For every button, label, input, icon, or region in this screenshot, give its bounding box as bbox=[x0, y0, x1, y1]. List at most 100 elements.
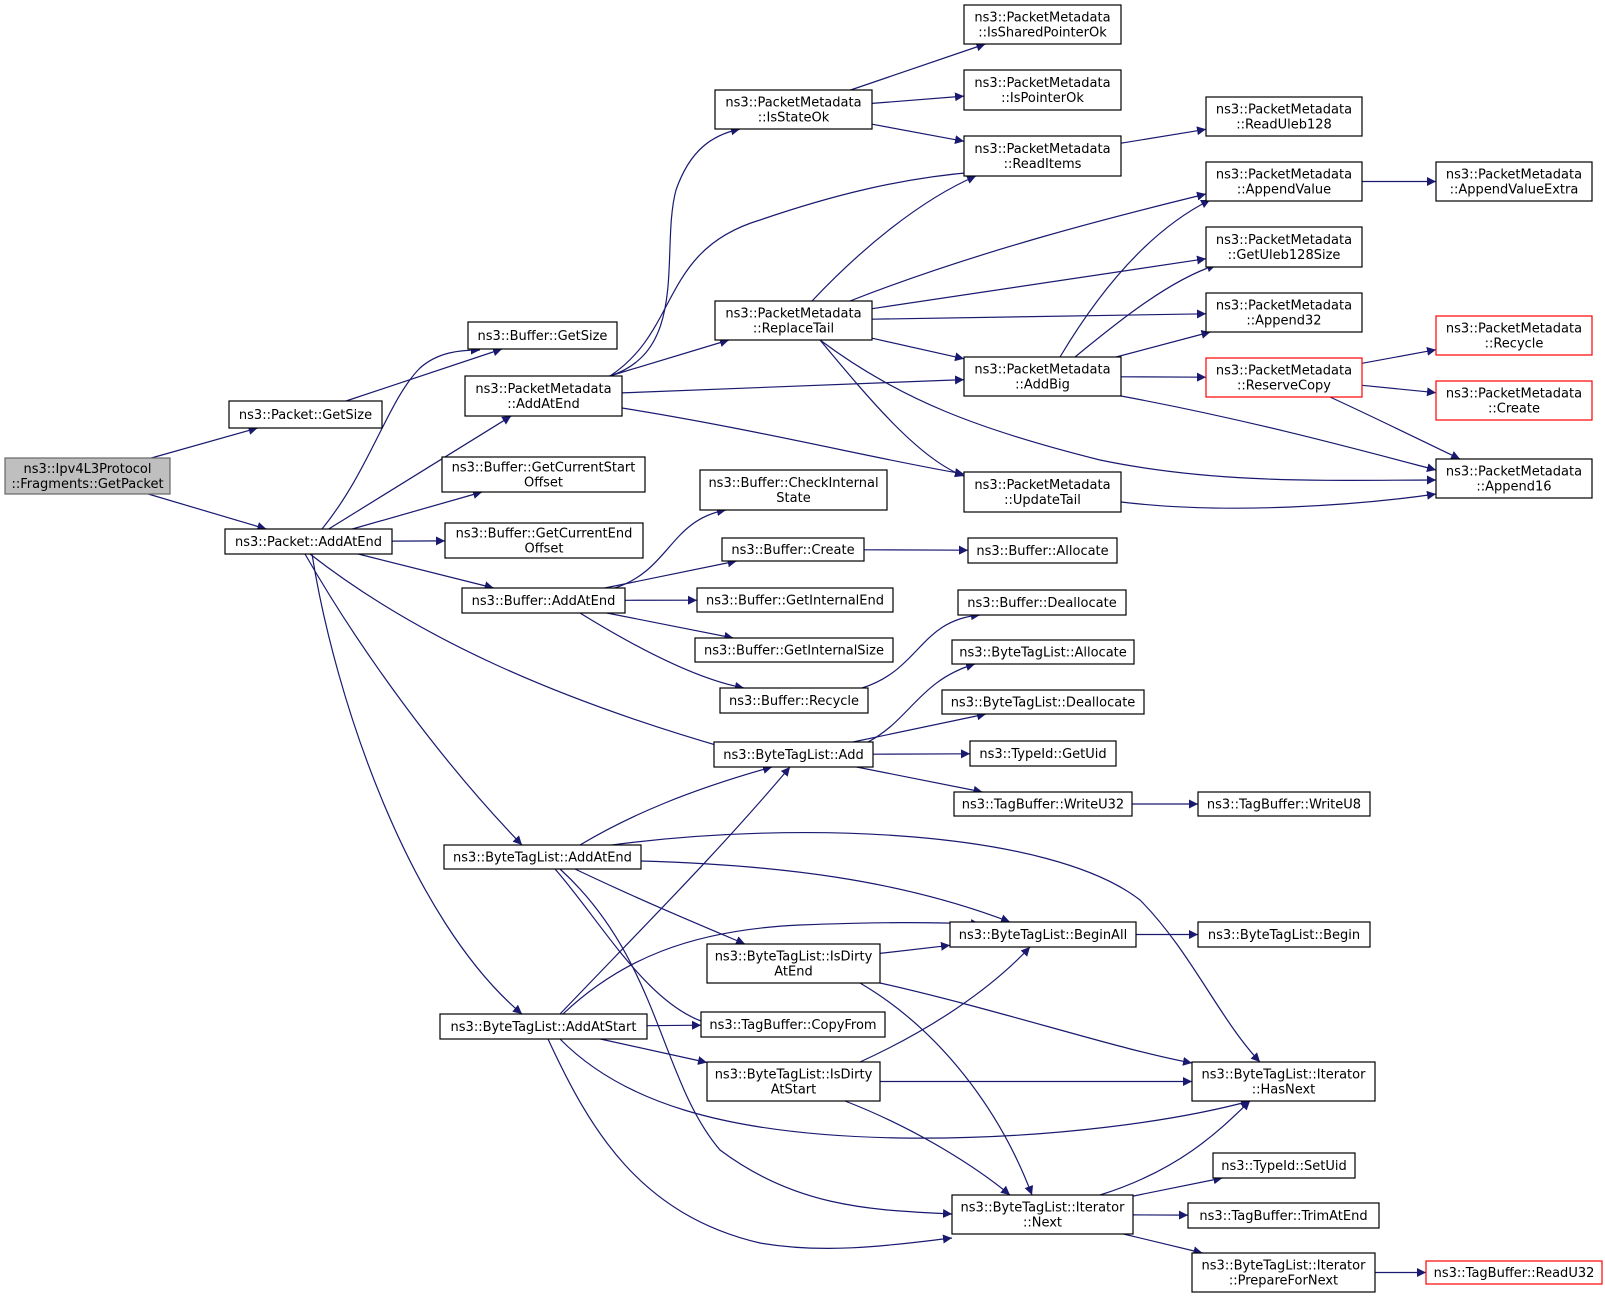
node-pm-updatetail[interactable]: ns3::PacketMetadata::UpdateTail bbox=[963, 471, 1122, 513]
node-pm-recycle[interactable]: ns3::PacketMetadata::Recycle bbox=[1435, 315, 1593, 356]
node-buf-getsize[interactable]: ns3::Buffer::GetSize bbox=[467, 321, 618, 350]
node-btl-it-hasnext[interactable]: ns3::ByteTagList::Iterator::HasNext bbox=[1191, 1061, 1376, 1102]
node-label: ns3::PacketMetadata bbox=[1446, 465, 1582, 480]
edge-pm_addbig-to-pm_getuleb128size bbox=[1074, 263, 1217, 358]
node-btl-begin[interactable]: ns3::ByteTagList::Begin bbox=[1197, 921, 1371, 948]
node-label: ns3::TagBuffer::TrimAtEnd bbox=[1199, 1209, 1367, 1224]
edge-btl_addatstart-to-btl_add bbox=[559, 766, 791, 1015]
node-pm-readitems[interactable]: ns3::PacketMetadata::ReadItems bbox=[963, 135, 1122, 177]
node-box bbox=[1425, 1260, 1603, 1285]
edge-btl_isdirtyatend-to-btl_it_next bbox=[859, 982, 1034, 1196]
node-tb-readu32[interactable]: ns3::TagBuffer::ReadU32 bbox=[1425, 1260, 1603, 1285]
node-pm-getuleb128size[interactable]: ns3::PacketMetadata::GetUleb128Size bbox=[1205, 226, 1363, 268]
node-pm-addatend[interactable]: ns3::PacketMetadata::AddAtEnd bbox=[464, 375, 623, 417]
node-label: ::Recycle bbox=[1485, 337, 1544, 352]
node-buf-addatend[interactable]: ns3::Buffer::AddAtEnd bbox=[461, 587, 626, 614]
edge-pm_isstateok-to-pm_readitems bbox=[871, 123, 965, 145]
node-btl-allocate[interactable]: ns3::ByteTagList::Allocate bbox=[951, 639, 1135, 665]
node-box bbox=[719, 687, 869, 714]
edge-pm_addbig-to-pm_appendvalue bbox=[1059, 199, 1211, 358]
node-pm-addbig[interactable]: ns3::PacketMetadata::AddBig bbox=[963, 356, 1122, 397]
edge-pkt_getsize-to-buf_getsize bbox=[345, 347, 503, 402]
node-pm-replacetail[interactable]: ns3::PacketMetadata::ReplaceTail bbox=[714, 300, 873, 341]
node-typeid-getuid[interactable]: ns3::TypeId::GetUid bbox=[969, 740, 1117, 767]
node-pm-appendvalueextra[interactable]: ns3::PacketMetadata::AppendValueExtra bbox=[1435, 161, 1593, 202]
node-pm-append32[interactable]: ns3::PacketMetadata::Append32 bbox=[1205, 292, 1363, 333]
node-buf-allocate[interactable]: ns3::Buffer::Allocate bbox=[967, 537, 1118, 564]
node-btl-it-next[interactable]: ns3::ByteTagList::Iterator::Next bbox=[951, 1194, 1134, 1235]
node-label: ns3::ByteTagList::Add bbox=[723, 748, 863, 763]
node-pkt-getsize[interactable]: ns3::Packet::GetSize bbox=[228, 400, 383, 429]
node-tb-writeu8[interactable]: ns3::TagBuffer::WriteU8 bbox=[1197, 791, 1371, 817]
edge-pm_addbig-to-pm_append16 bbox=[1120, 395, 1437, 473]
node-label: ns3::TypeId::SetUid bbox=[1221, 1159, 1346, 1174]
edge-btl_addatend-to-btl_add bbox=[579, 765, 773, 846]
node-btl-beginall[interactable]: ns3::ByteTagList::BeginAll bbox=[949, 921, 1137, 948]
node-pm-reservecopy[interactable]: ns3::PacketMetadata::ReserveCopy bbox=[1205, 357, 1363, 398]
node-label: ns3::Buffer::Recycle bbox=[729, 694, 859, 709]
node-tb-copyfrom[interactable]: ns3::TagBuffer::CopyFrom bbox=[700, 1011, 886, 1038]
node-btl-addatstart[interactable]: ns3::ByteTagList::AddAtStart bbox=[439, 1013, 648, 1040]
node-label: ::UpdateTail bbox=[1004, 493, 1081, 508]
node-btl-it-preparefornext[interactable]: ns3::ByteTagList::Iterator::PrepareForNe… bbox=[1191, 1252, 1376, 1293]
edge-btl_add-to-btl_deallocate bbox=[852, 711, 987, 743]
node-box bbox=[714, 300, 873, 341]
node-pkt-addatend[interactable]: ns3::Packet::AddAtEnd bbox=[224, 528, 393, 555]
node-label: ns3::TagBuffer::CopyFrom bbox=[709, 1018, 876, 1033]
node-label: State bbox=[776, 491, 810, 506]
node-label: ::ReserveCopy bbox=[1237, 379, 1331, 394]
edge-pm_reservecopy-to-pm_create bbox=[1361, 384, 1437, 397]
node-pm-appendvalue[interactable]: ns3::PacketMetadata::AppendValue bbox=[1205, 161, 1363, 202]
node-label: ns3::ByteTagList::Deallocate bbox=[951, 696, 1136, 711]
node-pm-append16[interactable]: ns3::PacketMetadata::Append16 bbox=[1435, 458, 1593, 499]
node-box bbox=[963, 356, 1122, 397]
node-pm-isstateok[interactable]: ns3::PacketMetadata::IsStateOk bbox=[714, 89, 873, 130]
node-label: ns3::ByteTagList::AddAtStart bbox=[451, 1020, 637, 1035]
edge-btl_addatstart-to-btl_it_next bbox=[547, 1038, 953, 1249]
node-tb-writeu32[interactable]: ns3::TagBuffer::WriteU32 bbox=[953, 791, 1133, 817]
node-box bbox=[941, 689, 1145, 715]
node-btl-deallocate[interactable]: ns3::ByteTagList::Deallocate bbox=[941, 689, 1145, 715]
node-buf-create[interactable]: ns3::Buffer::Create bbox=[721, 537, 865, 562]
node-label: ::AppendValueExtra bbox=[1450, 183, 1579, 198]
node-box bbox=[706, 943, 881, 984]
node-label: ns3::TagBuffer::ReadU32 bbox=[1434, 1266, 1595, 1281]
edge-btl_add-to-tb_writeu32 bbox=[856, 766, 983, 795]
node-label: ::ReplaceTail bbox=[753, 322, 834, 337]
edge-btl_addatstart-to-tb_copyfrom bbox=[646, 1020, 702, 1030]
node-buf-getinternalsize[interactable]: ns3::Buffer::GetInternalSize bbox=[694, 637, 894, 663]
node-pm-issharedpointerok[interactable]: ns3::PacketMetadata::IsSharedPointerOk bbox=[963, 4, 1122, 45]
edge-pkt_addatend-to-buf_gcso bbox=[352, 490, 483, 530]
node-tb-trimatend[interactable]: ns3::TagBuffer::TrimAtEnd bbox=[1187, 1202, 1380, 1229]
node-buf-recycle[interactable]: ns3::Buffer::Recycle bbox=[719, 687, 869, 714]
node-pm-readuleb128[interactable]: ns3::PacketMetadata::ReadUleb128 bbox=[1205, 96, 1363, 137]
edge-buf_addatend-to-buf_create bbox=[604, 558, 737, 589]
node-box bbox=[951, 639, 1135, 665]
node-btl-addatend[interactable]: ns3::ByteTagList::AddAtEnd bbox=[443, 844, 642, 870]
node-box bbox=[1205, 96, 1363, 137]
node-label: ::ReadUleb128 bbox=[1236, 118, 1332, 133]
node-buf-deallocate[interactable]: ns3::Buffer::Deallocate bbox=[957, 589, 1127, 616]
node-box bbox=[714, 89, 873, 130]
node-label: ns3::Buffer::CheckInternal bbox=[708, 476, 878, 491]
node-buf-getinternalend[interactable]: ns3::Buffer::GetInternalEnd bbox=[696, 587, 894, 613]
edge-pm_updatetail-to-pm_append16 bbox=[1120, 490, 1437, 509]
node-box bbox=[963, 135, 1122, 177]
node-label: ns3::PacketMetadata bbox=[974, 76, 1110, 91]
node-box bbox=[721, 537, 865, 562]
node-pm-ispointerok[interactable]: ns3::PacketMetadata::IsPointerOk bbox=[963, 69, 1122, 111]
edge-pkt_addatend-to-buf_addatend bbox=[358, 553, 494, 591]
edge-pm_replacetail-to-pm_addbig bbox=[871, 337, 965, 362]
node-label: AtStart bbox=[771, 1083, 817, 1098]
node-pm-create[interactable]: ns3::PacketMetadata::Create bbox=[1435, 380, 1593, 421]
node-typeid-setuid[interactable]: ns3::TypeId::SetUid bbox=[1212, 1152, 1356, 1179]
node-label: ns3::PacketMetadata bbox=[974, 142, 1110, 157]
node-btl-add[interactable]: ns3::ByteTagList::Add bbox=[713, 741, 874, 768]
node-root[interactable]: ns3::Ipv4L3Protocol::Fragments::GetPacke… bbox=[4, 457, 171, 495]
